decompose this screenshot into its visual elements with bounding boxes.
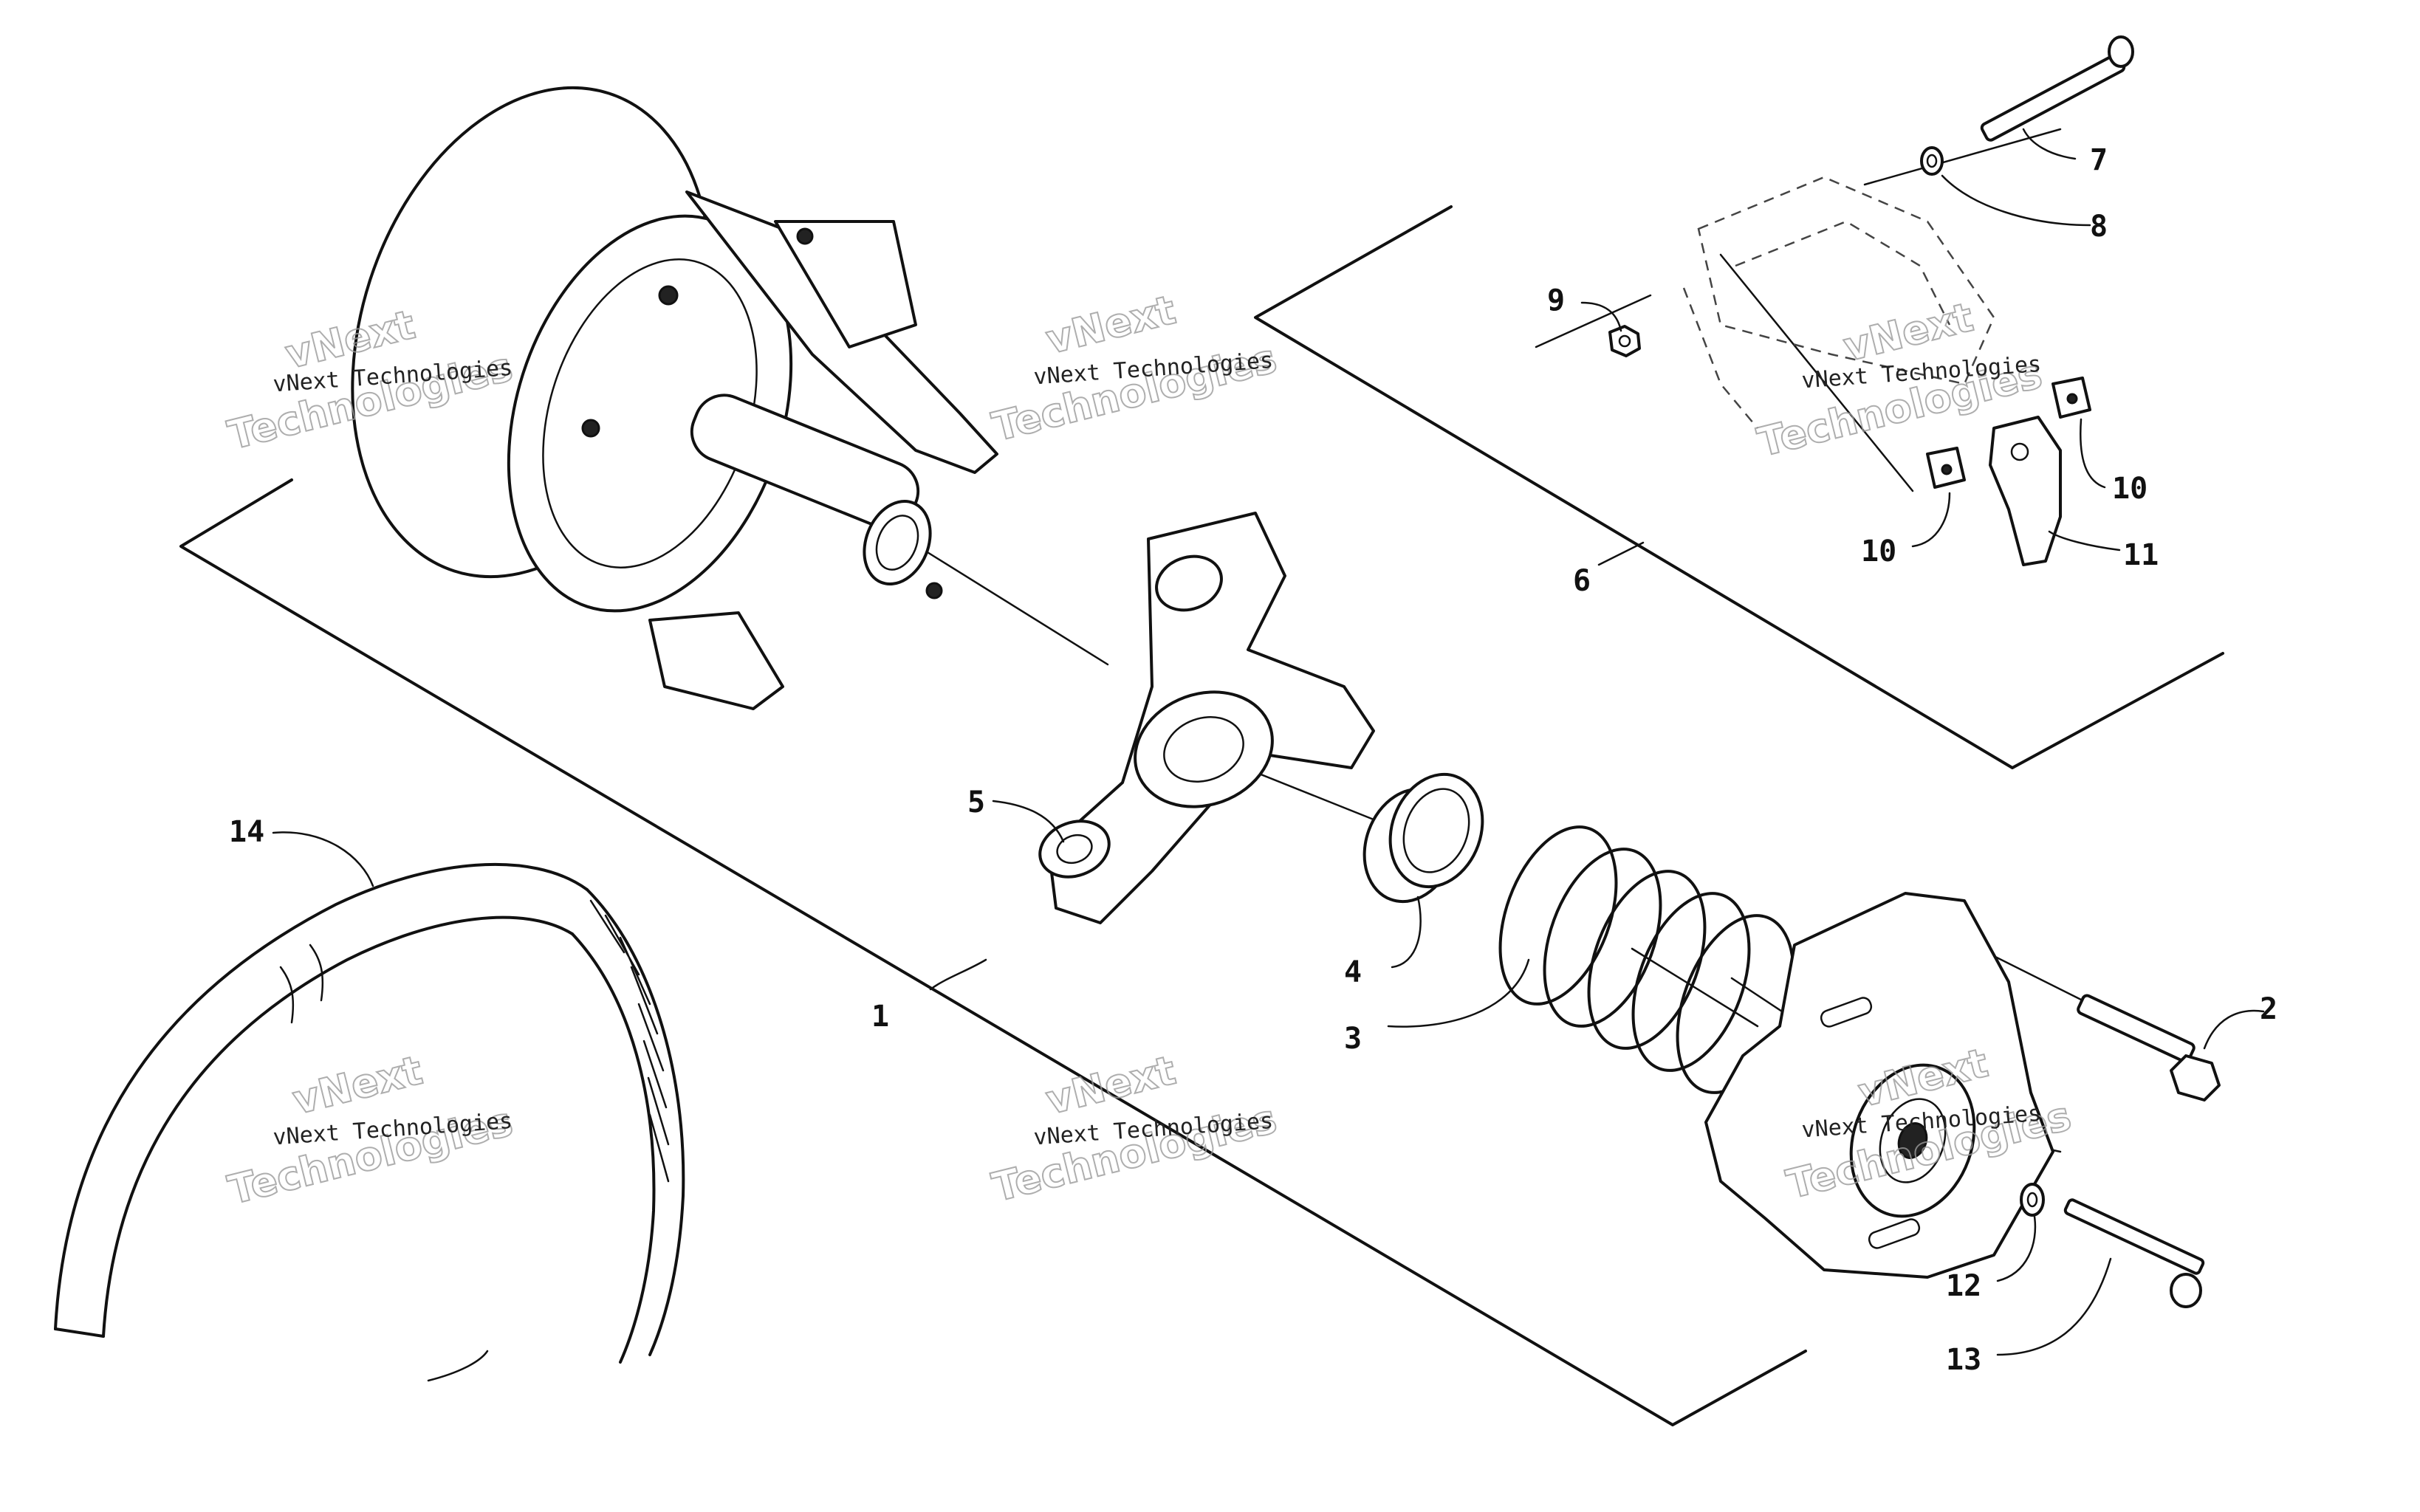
callout-3: 3 xyxy=(1344,1022,1362,1056)
callout-4: 4 xyxy=(1344,955,1362,989)
bushing-ring xyxy=(1362,772,1484,904)
cam-weight-11 xyxy=(1989,416,2062,566)
callout-10-right: 10 xyxy=(2112,472,2148,506)
clip-10-left xyxy=(1926,447,1966,489)
nut-9 xyxy=(1608,325,1641,357)
callout-2: 2 xyxy=(2260,992,2277,1026)
svg-text:vNext: vNext xyxy=(1041,286,1180,363)
callout-6: 6 xyxy=(1573,564,1591,598)
washer-12 xyxy=(2020,1183,2045,1217)
drive-belt xyxy=(54,862,685,1382)
svg-text:vNext: vNext xyxy=(1041,1047,1180,1124)
clutch-cover-plate xyxy=(1704,892,2054,1279)
bolt-13 xyxy=(2063,1198,2205,1308)
cam-weight-ghost xyxy=(1682,176,1995,429)
drive-clutch-sheave xyxy=(351,86,998,710)
callout-9: 9 xyxy=(1547,284,1565,317)
clip-10-right xyxy=(2051,377,2091,419)
pin-7 xyxy=(1980,35,2134,142)
watermark-bottom-left: vNext Technologies vNext Technologies xyxy=(223,1046,518,1214)
assembly-bracket-1 xyxy=(179,478,1807,1426)
callout-leaders xyxy=(272,128,2265,1356)
callout-1: 1 xyxy=(871,1000,889,1034)
washer-8 xyxy=(1920,146,1944,176)
callout-5: 5 xyxy=(967,786,985,819)
callout-11: 11 xyxy=(2123,538,2159,572)
svg-text:vNext: vNext xyxy=(288,1047,427,1124)
callout-7: 7 xyxy=(2090,143,2108,177)
bolt-2 xyxy=(2077,994,2221,1102)
callout-14: 14 xyxy=(229,815,264,849)
callout-labels: 1 2 3 4 5 6 7 8 9 10 10 11 12 13 14 xyxy=(229,143,2277,1377)
callout-8: 8 xyxy=(2090,210,2108,244)
callout-12: 12 xyxy=(1946,1269,1981,1303)
callout-13: 13 xyxy=(1946,1343,1981,1377)
callout-10-left: 10 xyxy=(1861,535,1896,568)
watermark-bottom-center: vNext Technologies vNext Technologies xyxy=(987,1046,1282,1212)
spider-cam-arm xyxy=(1038,512,1375,924)
watermark-top-center: vNext Technologies vNext Technologies xyxy=(987,286,1282,451)
assembly-bracket-6 xyxy=(1254,205,2224,769)
